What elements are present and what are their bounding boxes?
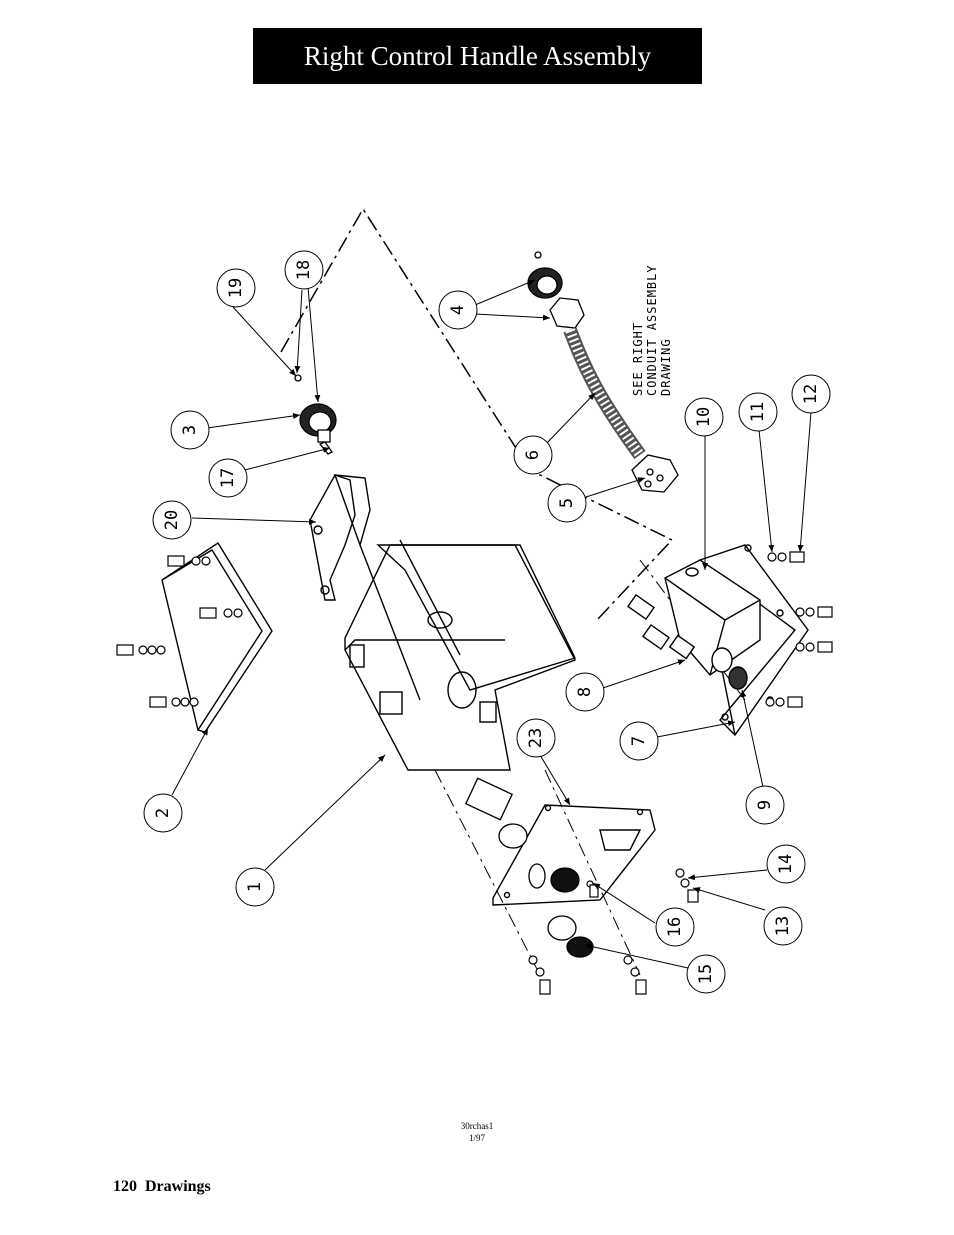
- callout-16: 16: [655, 907, 695, 947]
- callout-3: 3: [170, 410, 210, 450]
- connector-3-part: [294, 374, 337, 455]
- callout-12-label: 12: [801, 384, 821, 404]
- page-footer: 120 Drawings: [113, 1178, 211, 1196]
- conduit-note: SEE RIGHT CONDUIT ASSEMBLY DRAWING: [631, 264, 673, 396]
- callout-5: 5: [547, 483, 587, 523]
- callout-1-label: 1: [245, 882, 265, 892]
- callout-5-label: 5: [557, 498, 577, 508]
- callout-14-label: 14: [776, 854, 796, 874]
- callout-13-label: 13: [773, 916, 793, 936]
- switch-plate-part: [492, 804, 656, 906]
- callout-3-label: 3: [180, 425, 200, 435]
- callout-15-label: 15: [696, 964, 716, 984]
- callout-4: 4: [438, 290, 478, 330]
- callout-6-label: 6: [523, 450, 543, 460]
- callout-15: 15: [686, 954, 726, 994]
- callout-1: 1: [235, 867, 275, 907]
- callout-7-label: 7: [629, 736, 649, 746]
- callout-19: 19: [216, 268, 256, 308]
- leader-lines: [171, 279, 812, 969]
- callout-20: 20: [152, 500, 192, 540]
- callout-17-label: 17: [218, 468, 238, 488]
- cover-plate-bolts: [116, 555, 243, 708]
- phantom-centerline: [434, 769, 541, 976]
- callout-2: 2: [143, 793, 183, 833]
- bracket-part: [309, 474, 371, 601]
- callout-2-label: 2: [153, 808, 173, 818]
- callout-10: 10: [684, 397, 724, 437]
- page-number: 120: [113, 1178, 137, 1195]
- drawing-file-code: 30rchas1: [460, 1121, 494, 1131]
- callout-8-label: 8: [575, 687, 595, 697]
- callout-7: 7: [619, 721, 659, 761]
- note-line-2: CONDUIT ASSEMBLY: [645, 264, 659, 396]
- valve-hardware: [765, 551, 833, 708]
- phantom-centerline-2: [544, 769, 641, 976]
- callout-23: 23: [516, 718, 556, 758]
- callout-16-label: 16: [665, 917, 685, 937]
- switch-plate-hardware: [528, 868, 699, 995]
- note-line-1: SEE RIGHT: [631, 322, 645, 396]
- callout-10-label: 10: [694, 407, 714, 427]
- conduit-part: [563, 327, 646, 460]
- callout-20-label: 20: [162, 510, 182, 530]
- callout-9-label: 9: [755, 800, 775, 810]
- callout-6: 6: [513, 435, 553, 475]
- callout-17: 17: [208, 458, 248, 498]
- callout-9: 9: [745, 785, 785, 825]
- callout-18-label: 18: [294, 260, 314, 280]
- valve-block-part: [626, 559, 761, 690]
- note-line-3: DRAWING: [659, 338, 673, 396]
- connector-5-part: [631, 454, 679, 493]
- callout-18: 18: [284, 250, 324, 290]
- callout-8: 8: [565, 672, 605, 712]
- drawing-date: 1/97: [468, 1133, 485, 1143]
- page-title: Right Control Handle Assembly: [253, 28, 702, 84]
- page-title-text: Right Control Handle Assembly: [303, 40, 652, 71]
- callout-14: 14: [766, 844, 806, 884]
- callout-23-label: 23: [526, 728, 546, 748]
- callout-11-label: 11: [748, 402, 768, 422]
- switch-components: [464, 777, 594, 958]
- callout-4-label: 4: [448, 305, 468, 315]
- callout-12: 12: [791, 374, 831, 414]
- callout-11: 11: [738, 392, 778, 432]
- connector-4-part: [527, 251, 585, 329]
- callout-13: 13: [763, 906, 803, 946]
- main-housing-part: [344, 539, 576, 771]
- section-name: Drawings: [145, 1178, 211, 1195]
- callout-19-label: 19: [226, 278, 246, 298]
